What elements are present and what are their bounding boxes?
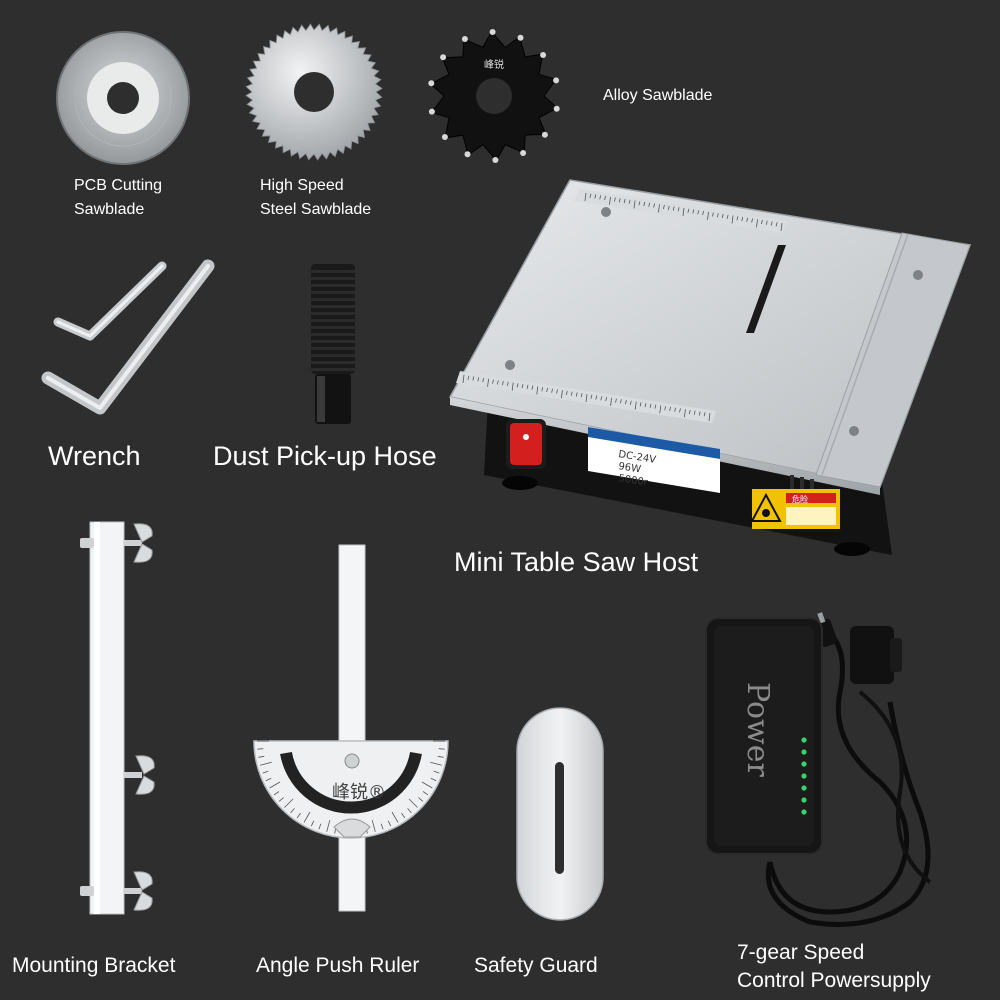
angle-push-ruler-image: 峰锐® [248, 543, 454, 915]
ruler-brand: 峰锐® [332, 782, 386, 803]
power-supply-image: Power [700, 612, 950, 934]
warning-title: 危险 [792, 494, 808, 504]
alloy-blade-brand: 峰锐 [484, 58, 504, 71]
spec-speed: 5000r [618, 473, 650, 489]
spec-power: 96W [618, 461, 642, 475]
pcb-sawblade-label: PCB Cutting Sawblade [74, 177, 163, 218]
dust-hose-image [305, 262, 361, 428]
pcb-sawblade-image [55, 30, 191, 166]
alloy-sawblade-label: Alloy Sawblade [603, 87, 713, 104]
alloy-sawblade-image: 峰锐 [424, 26, 564, 166]
hss-sawblade-image [244, 22, 384, 162]
hss-sawblade-label: High Speed Steel Sawblade [260, 177, 372, 218]
mounting-bracket-label: Mounting Bracket [12, 954, 176, 977]
angle-push-ruler-label: Angle Push Ruler [256, 954, 420, 977]
mounting-bracket-image [78, 512, 168, 917]
power-supply-label: 7-gear Speed Control Powersupply [737, 941, 931, 992]
table-saw-image: DC-24V 96W 5000r 危险 [440, 175, 980, 565]
table-saw-label: Mini Table Saw Host [454, 547, 699, 577]
dust-hose-label: Dust Pick-up Hose [213, 441, 437, 471]
power-brand: Power [740, 682, 775, 777]
wrench-image [38, 258, 218, 423]
power-switch-icon [506, 419, 546, 469]
warning-icon: 危险 [750, 489, 840, 529]
wrench-label: Wrench [48, 441, 141, 471]
safety-guard-label: Safety Guard [474, 954, 598, 977]
safety-guard-image [515, 706, 605, 922]
